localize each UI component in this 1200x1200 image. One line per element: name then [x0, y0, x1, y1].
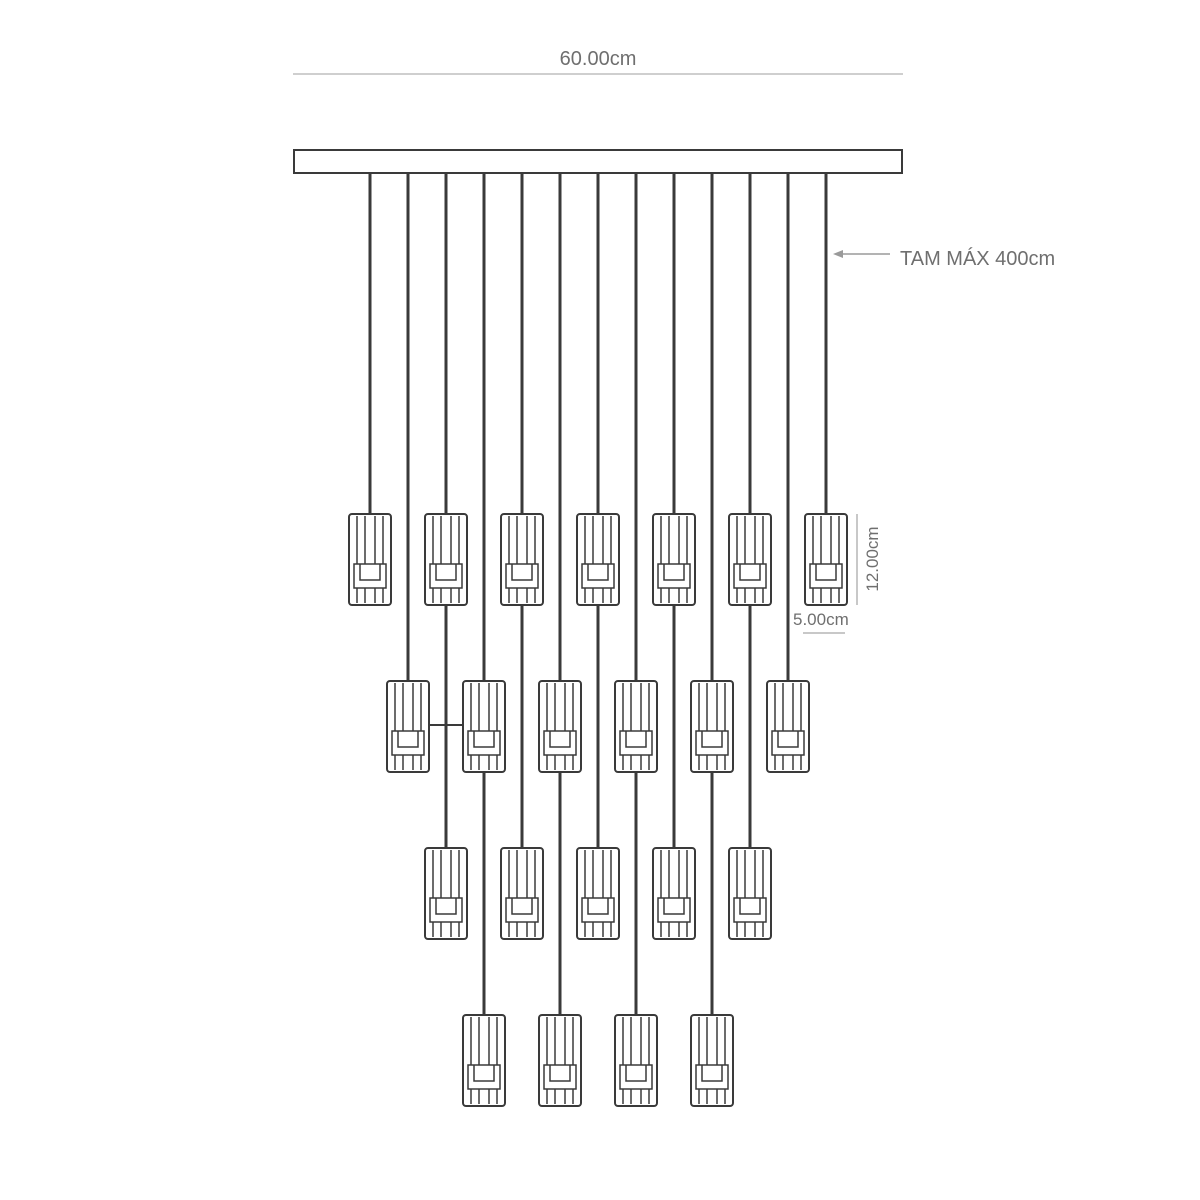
pendant-light: [728, 847, 772, 940]
pendant-light: [462, 1014, 506, 1107]
pendant-light: [500, 847, 544, 940]
pendant-light: [386, 680, 430, 773]
pendant-light: [576, 513, 620, 606]
pendant-light: [538, 1014, 582, 1107]
pendant-light: [614, 1014, 658, 1107]
pendant-width-label: 5.00cm: [793, 610, 849, 629]
pendant-light: [424, 513, 468, 606]
width-dimension-label: 60.00cm: [560, 48, 637, 70]
pendant-light: [804, 513, 848, 606]
pendant-light: [576, 847, 620, 940]
arrow-left-icon: [833, 250, 843, 258]
pendant-light: [614, 680, 658, 773]
width-dimension: 60.00cm: [293, 48, 903, 75]
ceiling-canopy: [293, 149, 903, 174]
pendant-height-dimension: 12.00cm: [856, 514, 882, 605]
pendant-light: [766, 680, 810, 773]
pendant-light: [690, 680, 734, 773]
pendant-lights: [348, 513, 848, 1107]
max-length-label: TAM MÁX 400cm: [900, 247, 1055, 270]
pendant-light: [690, 1014, 734, 1107]
pendant-light: [500, 513, 544, 606]
pendant-light: [462, 680, 506, 773]
pendant-light: [424, 847, 468, 940]
max-length-annotation: TAM MÁX 400cm: [833, 247, 1055, 270]
pendant-light: [728, 513, 772, 606]
pendant-light: [652, 847, 696, 940]
suspension-cables: [368, 173, 828, 1015]
pendant-light: [348, 513, 392, 606]
pendant-width-dimension: 5.00cm: [793, 610, 849, 634]
pendant-height-label: 12.00cm: [863, 526, 882, 591]
pendant-light: [538, 680, 582, 773]
pendant-light: [652, 513, 696, 606]
